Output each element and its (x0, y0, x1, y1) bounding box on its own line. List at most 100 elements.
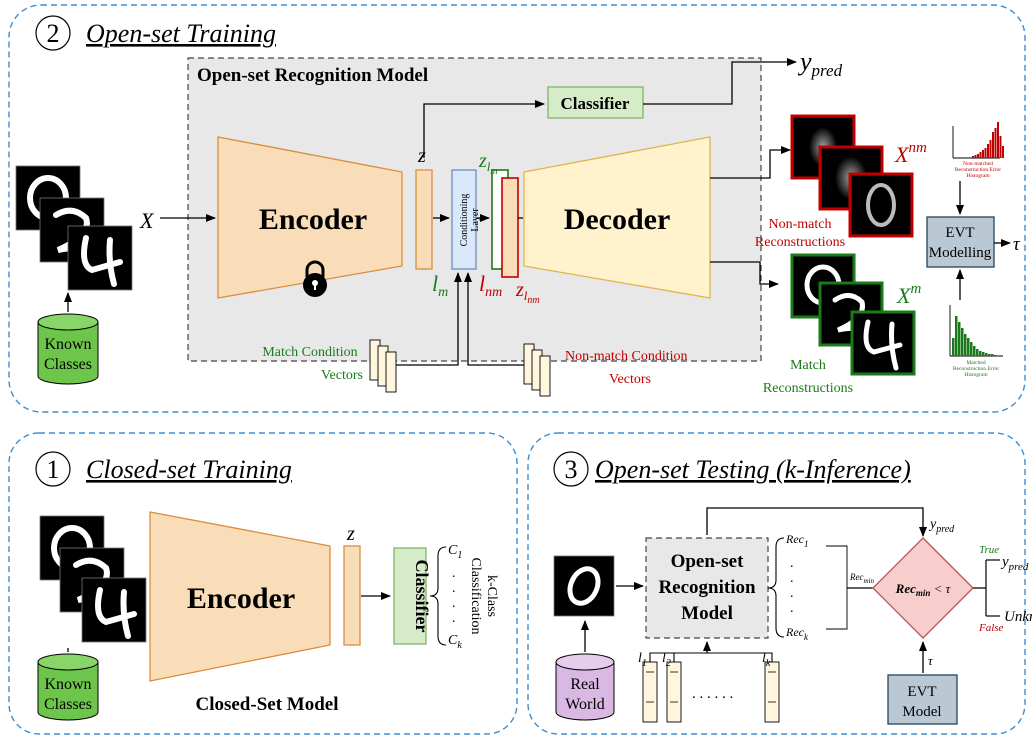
known-classes-label-2: Classes (44, 696, 92, 713)
encoder-block (217, 136, 403, 299)
tau-output: τ (1013, 234, 1021, 255)
histogram-bar (977, 154, 979, 158)
hist-m-label-1: Matched (966, 360, 985, 366)
nonmatch-reconstruction-stack (790, 114, 914, 238)
latent-vector-z (343, 545, 361, 646)
model-label-2: Recognition (658, 577, 756, 598)
xm-label: Xm (896, 281, 921, 308)
latent-z-label: z (417, 145, 426, 167)
kclass-label-2: Classification (468, 558, 483, 635)
encoder-label: Encoder (187, 582, 295, 615)
histogram-bar (987, 144, 989, 158)
reconstruction-brace (767, 537, 785, 638)
latent-vector-z (415, 169, 433, 270)
histogram-bar (976, 349, 979, 356)
panel-title: Open-set Training (86, 19, 276, 48)
lk-label: lk (762, 651, 771, 669)
closed-set-model-label: Closed-Set Model (195, 694, 338, 715)
xnm-label: Xnm (894, 140, 927, 167)
ypred-output: ypred (797, 47, 843, 80)
panel-border (527, 432, 1026, 735)
histogram-bar (999, 136, 1002, 158)
nonmatch-condition-vectors-icon (523, 343, 551, 397)
histogram-bar (979, 152, 982, 158)
histogram-bar (974, 155, 977, 158)
kclass-label-1: k-Class (484, 575, 499, 617)
arrow (395, 272, 462, 366)
histogram-bar (984, 148, 987, 158)
match-condition-vectors-icon (369, 339, 397, 393)
step-number: 2 (47, 19, 60, 48)
latent-z-label: z (346, 523, 355, 545)
histogram-bar (972, 156, 974, 158)
condition-vector-l2 (666, 661, 682, 723)
condition-vector-lk (764, 661, 780, 723)
rec-connector (826, 545, 848, 630)
known-classes-label-2: Classes (44, 356, 92, 373)
nonmatch-condition-label-1: Non-match Condition (565, 349, 688, 364)
histogram-bar (1002, 146, 1004, 158)
conditioning-label-2: Layer (470, 208, 481, 232)
arrow (710, 261, 779, 288)
known-classes-label-1: Known (44, 676, 91, 693)
histogram-bar (952, 338, 955, 356)
encoder-label: Encoder (259, 203, 367, 236)
latent-z-lnm (501, 177, 519, 278)
match-condition-label-2: Vectors (321, 368, 363, 383)
model-title: Open-set Recognition Model (197, 65, 428, 86)
real-world-label-2: World (565, 696, 605, 713)
arrow (423, 100, 545, 158)
class-ck-label: Ck (448, 633, 462, 651)
recmin-label: Recmin (849, 572, 875, 585)
histogram-bar (994, 128, 997, 158)
lnm-label: lnm (479, 271, 502, 300)
classifier-label: Classifier (561, 94, 630, 113)
class-dot: . (452, 596, 456, 611)
true-label: True (979, 544, 999, 556)
input-x-label: X (139, 208, 155, 233)
nonmatch-condition-label-2: Vectors (609, 372, 651, 387)
panel-title: Open-set Testing (k-Inference) (595, 455, 911, 484)
histogram-bar (982, 150, 984, 158)
condition-bus (649, 652, 773, 662)
known-classes-label-1: Known (44, 336, 91, 353)
real-world-label-1: Real (570, 676, 600, 693)
decision-diamond (872, 537, 974, 639)
znm-label: zlnm (515, 279, 540, 306)
histogram-bar (979, 351, 982, 356)
rec-dot: . (790, 556, 794, 571)
classifier-label: Classifier (412, 560, 432, 633)
input-digit-stack (39, 515, 147, 643)
class-dot: . (452, 611, 456, 626)
match-recon-label-2: Reconstructions (763, 381, 853, 396)
arrow (643, 58, 797, 105)
l1-label: l1 (638, 651, 647, 669)
match-reconstruction-stack (790, 253, 916, 376)
histogram-bar (997, 122, 999, 158)
vector-ellipsis: . . . . . . (692, 686, 733, 702)
hist-m-label-2: Reconstruction Error (953, 366, 999, 372)
model-label-3: Model (681, 603, 733, 624)
histogram-bar (967, 338, 970, 356)
hist-nm-label-3: Histogram (966, 173, 990, 179)
ypred-output: ypred (1000, 554, 1029, 573)
false-label: False (978, 622, 1004, 634)
decoder-block (523, 136, 711, 299)
conditioning-label-1: Conditioning (459, 194, 470, 247)
evt-model-label-2: Model (902, 704, 941, 720)
histogram-bar (982, 352, 985, 356)
hist-m-label-3: Histogram (964, 372, 988, 378)
hist-nm-label-2: Reconstruction Error (955, 167, 1001, 173)
condition-vector-l1 (642, 661, 658, 723)
arrow (706, 507, 927, 537)
panel-open-set-testing: 3 Open-set Testing (k-Inference) Real Wo… (527, 432, 1032, 735)
match-recon-label-1: Match (790, 358, 826, 373)
known-classes-db: Known Classes (37, 653, 99, 721)
model-label-1: Open-set (671, 551, 745, 572)
match-error-histogram (949, 305, 1003, 357)
arrow (710, 146, 791, 179)
nonmatch-recon-label-1: Non-match (769, 217, 832, 232)
evt-modelling-block (926, 216, 995, 268)
lm-label: lm (432, 271, 448, 300)
